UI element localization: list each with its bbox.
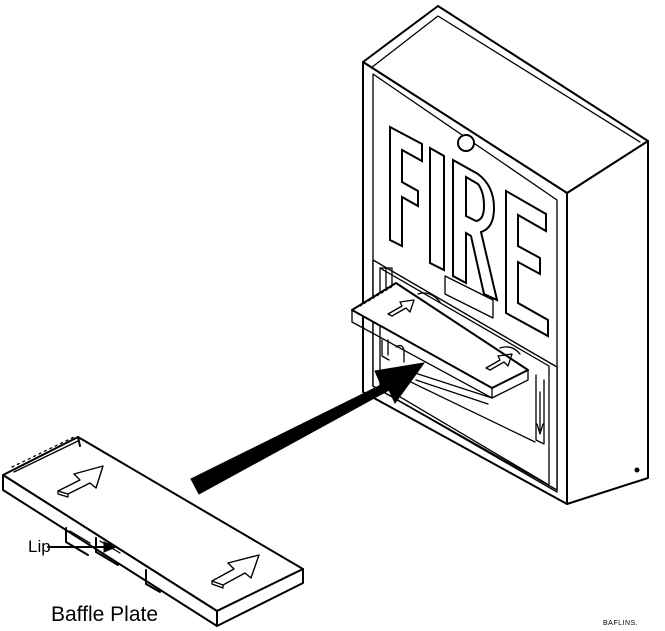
baffle-plate-lip bbox=[65, 527, 161, 593]
device-screw-hole bbox=[457, 134, 475, 152]
insertion-arrow bbox=[190, 362, 426, 495]
lip-label: Lip bbox=[28, 537, 51, 556]
baffle-plate-label: Baffle Plate bbox=[51, 603, 159, 626]
device-side-panel bbox=[566, 140, 649, 505]
baffle-arrow-upper bbox=[57, 465, 104, 495]
fire-alarm-device bbox=[351, 5, 649, 505]
fire-lettering bbox=[389, 125, 549, 338]
file-tag: BAFLINS. bbox=[603, 620, 639, 627]
baffle-plate bbox=[2, 436, 304, 627]
lip-pointer bbox=[47, 541, 118, 553]
baffle-arrow-lower bbox=[211, 554, 260, 586]
